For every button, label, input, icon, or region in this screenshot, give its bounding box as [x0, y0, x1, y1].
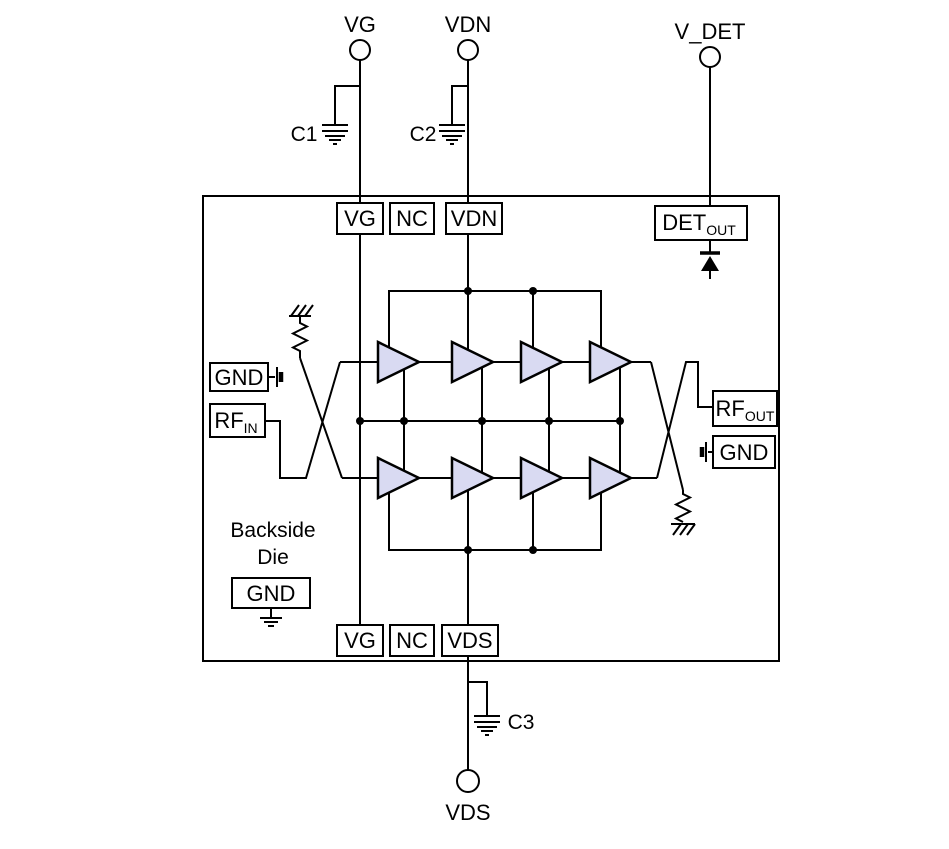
- junction-dot: [616, 417, 624, 425]
- pin-label-gnd-left: GND: [215, 365, 264, 390]
- pin-label-det-out: DETOUT: [662, 210, 736, 238]
- pin-box-gnd-backside: [231, 577, 311, 609]
- amplifier-symbol: [588, 455, 634, 501]
- pin-box-nc-top: [389, 202, 435, 235]
- amplifier-symbol: [450, 339, 496, 385]
- amplifier-symbol: [519, 455, 565, 501]
- junction-dot: [464, 287, 472, 295]
- vds-terminal-label: VDS: [445, 800, 490, 825]
- pin-label-rf-in: RFIN: [214, 408, 257, 436]
- c1-label: C1: [291, 123, 318, 146]
- v-det-terminal: [699, 46, 721, 68]
- pin-boxes: [209, 202, 778, 657]
- c3-capacitor: [468, 681, 500, 736]
- pin-box-rf-in: [209, 403, 266, 438]
- backside-die-note: Backside Die: [230, 519, 315, 569]
- amplifier-symbol: [376, 339, 422, 385]
- pin-label-gnd-backside: GND: [247, 581, 296, 606]
- pin-label-vg-bottom: VG: [344, 628, 376, 653]
- input-termination-resistor: [289, 304, 314, 358]
- v-det-terminal-label: V_DET: [675, 19, 746, 44]
- vdn-terminal: [457, 39, 479, 61]
- pin-box-gnd-right: [712, 435, 776, 469]
- amplifier-symbol: [519, 339, 565, 385]
- pin-box-vg-top: [336, 202, 384, 235]
- input-crossover: [265, 357, 343, 479]
- pin-label-rf-out: RFOUT: [716, 396, 775, 424]
- junction-dot: [356, 417, 364, 425]
- amplifier-symbol: [588, 339, 634, 385]
- amplifier-symbol: [376, 455, 422, 501]
- junction-dot: [400, 417, 408, 425]
- junction-dot: [529, 287, 537, 295]
- pin-box-gnd-left: [209, 362, 269, 392]
- junction-dot: [478, 417, 486, 425]
- pin-label-vdn: VDN: [451, 206, 497, 231]
- vds-terminal: [456, 769, 480, 793]
- pin-labels: VG NC VDN DETOUT VG NC VDS GND RFIN RFOU…: [214, 206, 775, 653]
- junction-dots: [356, 287, 624, 554]
- pin-box-vg-bottom: [336, 624, 384, 657]
- detector-diode: [700, 240, 720, 279]
- left-gnd-via-symbol: [268, 367, 284, 387]
- vdn-terminal-label: VDN: [445, 12, 491, 37]
- c3-label: C3: [508, 711, 535, 734]
- capacitor-labels: C1 C2 C3: [291, 123, 535, 734]
- pin-label-gnd-right: GND: [720, 440, 769, 465]
- backside-die-line2: Die: [257, 546, 289, 569]
- amplifier-symbol: [450, 455, 496, 501]
- amplifier-array: [376, 339, 634, 501]
- pin-label-vg-top: VG: [344, 206, 376, 231]
- output-crossover: [650, 361, 713, 491]
- output-termination-resistor: [671, 490, 696, 536]
- c1-capacitor: [322, 85, 360, 145]
- junction-dot: [529, 546, 537, 554]
- backside-ground-symbol: [260, 608, 282, 627]
- pin-box-rf-out: [712, 390, 778, 427]
- pin-box-vdn: [445, 202, 503, 235]
- vg-terminal: [349, 39, 371, 61]
- junction-dot: [464, 546, 472, 554]
- pin-box-nc-bottom: [389, 624, 435, 657]
- pin-label-nc-bottom: NC: [396, 628, 428, 653]
- pin-label-vds: VDS: [447, 628, 492, 653]
- junction-dot: [545, 417, 553, 425]
- c2-label: C2: [410, 123, 437, 146]
- pin-box-det-out: [654, 205, 748, 241]
- external-terminals: VG VDN V_DET VDS: [344, 12, 745, 825]
- pin-label-nc-top: NC: [396, 206, 428, 231]
- pin-box-vds: [441, 624, 499, 657]
- c2-capacitor: [439, 85, 468, 145]
- vg-terminal-label: VG: [344, 12, 376, 37]
- backside-die-line1: Backside: [230, 519, 315, 542]
